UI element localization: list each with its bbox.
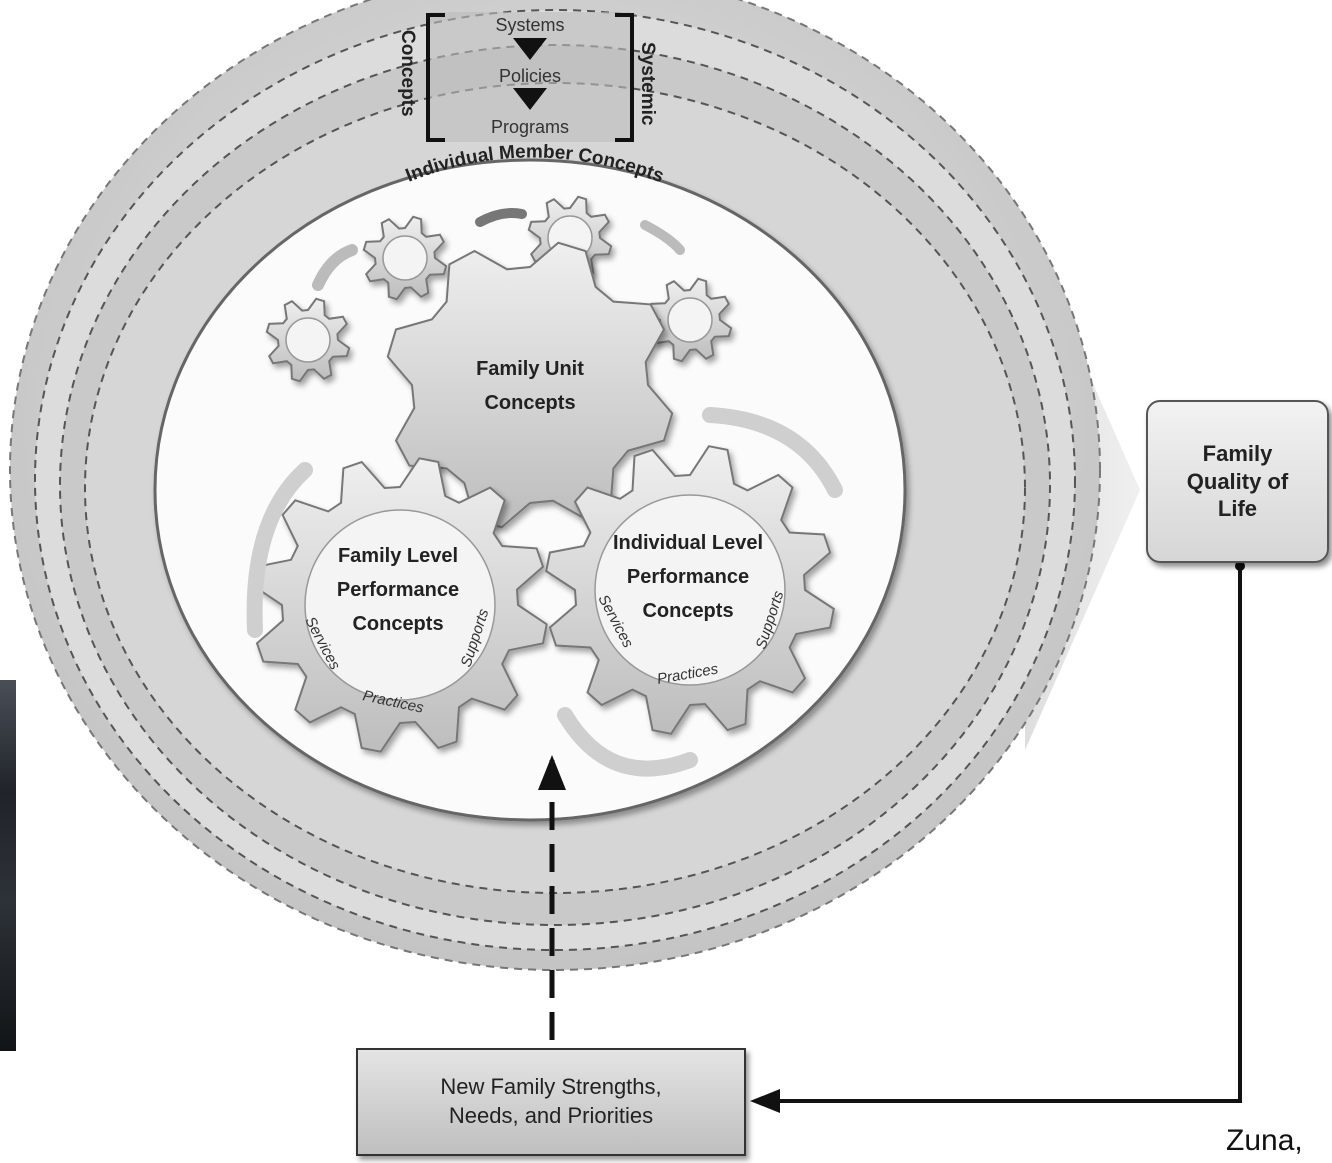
photo-strip-left: [0, 680, 16, 1051]
bracket-background: [430, 12, 630, 142]
flow-arrow-bottom: [557, 707, 698, 777]
flow-arrow-right: [702, 407, 843, 498]
vertical-arrowhead: [538, 755, 566, 790]
big-gears-group: [252, 241, 835, 753]
individual-level-gear-hub: [594, 494, 786, 686]
small-gear-2-hub: [382, 235, 428, 281]
feedback-line: [780, 566, 1242, 1103]
family-quality-of-life-box: Family Quality of Life: [1146, 400, 1329, 563]
label-family-line-2: Concepts: [352, 613, 443, 635]
family-level-gear-hub: [304, 509, 496, 701]
flow-arrow-left: [246, 462, 313, 638]
label-individual-line-0: Individual Level: [613, 532, 763, 554]
small-gear-4-hub: [667, 297, 713, 343]
small-gear-1-hub: [285, 317, 331, 363]
flow-arrow-top-right: [640, 220, 685, 255]
bracket-right-label: Systemic: [637, 42, 658, 126]
label-individual-line-2: Concepts: [642, 600, 733, 622]
bracket-right: [615, 13, 634, 142]
label-family-line-1: Performance: [337, 579, 459, 601]
bracket-left: [426, 13, 445, 142]
citation-text: Zuna,: [1226, 1124, 1303, 1157]
bracket-item-policies: Policies: [499, 66, 561, 86]
bracket-left-label: Concepts: [397, 30, 418, 117]
bracket-item-programs: Programs: [491, 117, 569, 137]
bracket-item-systems: Systems: [495, 15, 564, 35]
flow-arrow-top: [475, 208, 527, 227]
feedback-arrowhead: [750, 1089, 780, 1113]
bracket-arrow-1: [513, 38, 547, 60]
bracket-arrow-2: [513, 88, 547, 110]
label-family-line-0: Family Level: [338, 545, 458, 567]
flow-arrow-top-left: [312, 244, 358, 291]
new-family-strengths-box: New Family Strengths, Needs, and Priorit…: [356, 1048, 746, 1156]
label-individual-line-1: Performance: [627, 566, 749, 588]
label-unit-line-0: Family Unit: [476, 358, 584, 380]
label-unit-line-1: Concepts: [484, 392, 575, 414]
